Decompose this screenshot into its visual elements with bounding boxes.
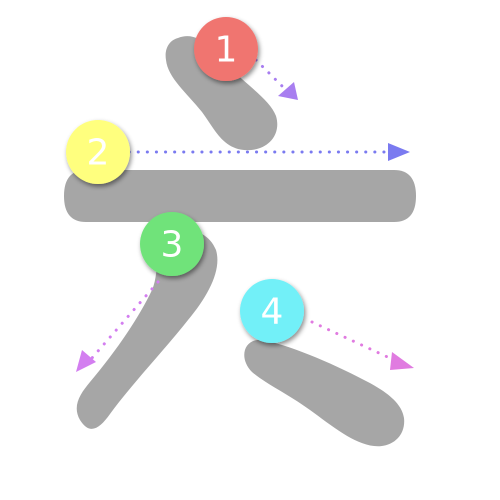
stroke-3-arrowhead (76, 350, 96, 372)
stroke-number-2: 2 (87, 133, 110, 174)
stroke-2-arrow (118, 143, 410, 161)
stroke-3-shape (76, 229, 218, 429)
stroke-4-shape (244, 339, 405, 447)
stroke-2-arrowhead (388, 143, 410, 161)
stroke-2-shape (64, 170, 416, 222)
stroke-3-arrow (76, 280, 160, 372)
direction-arrows (76, 58, 414, 372)
stroke-badge-1: 1 (194, 17, 258, 81)
stroke-1-arrow (254, 58, 298, 100)
stroke-4-arrow (310, 320, 414, 370)
stroke-badge-2: 2 (66, 120, 130, 184)
character-glyph (64, 36, 416, 447)
stroke-number-1: 1 (215, 30, 238, 71)
stroke-4-arrowhead (390, 352, 414, 370)
stroke-badge-3: 3 (140, 212, 204, 276)
stroke-number-4: 4 (261, 292, 284, 333)
stroke-number-3: 3 (161, 225, 184, 266)
stroke-1-shape (165, 36, 278, 151)
stroke-badge-4: 4 (240, 279, 304, 343)
stroke-1-arrowhead (278, 82, 298, 100)
